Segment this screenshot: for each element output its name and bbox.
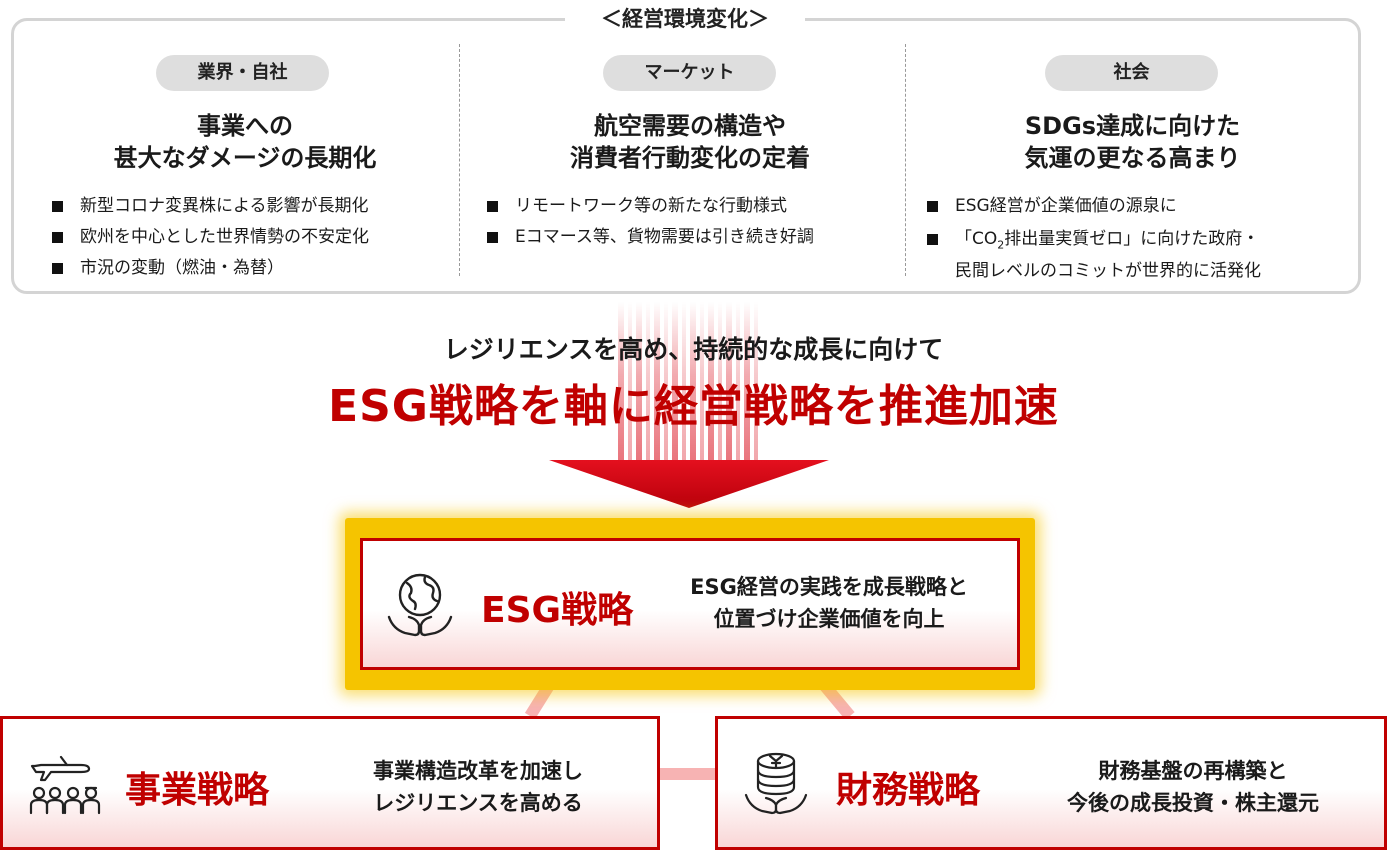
business-strategy-box: 事業戦略 事業構造改革を加速し レジリエンスを高める (0, 716, 660, 850)
airplane-and-staff-icon (29, 755, 101, 815)
heading-line: 甚大なダメージの長期化 (113, 144, 377, 172)
strategy-main-heading: ESG戦略を軸に経営戦略を推進加速 (328, 381, 1059, 432)
column-divider (459, 44, 460, 276)
business-strategy-title: 事業戦略 (125, 770, 270, 811)
bullet-item: 新型コロナ変異株による影響が長期化 (52, 191, 369, 222)
finance-strategy-title: 財務戦略 (836, 770, 981, 811)
esg-strategy-title: ESG戦略 (481, 590, 634, 631)
bullet-square-icon (52, 263, 63, 274)
bullet-item: 欧州を中心とした世界情勢の不安定化 (52, 222, 369, 253)
strategy-subheading: レジリエンスを高め、持続的な成長に向けて (443, 335, 944, 364)
bullet-item: 市況の変動（燃油・為替） (52, 253, 369, 284)
globe-in-hands-icon (387, 573, 453, 637)
bullet-item: リモートワーク等の新たな行動様式 (487, 191, 814, 222)
env-heading-market: 航空需要の構造や 消費者行動変化の定着 (480, 110, 900, 174)
business-strategy-description: 事業構造改革を加速し レジリエンスを高める (313, 755, 643, 819)
bullet-square-icon (927, 234, 938, 245)
bullet-square-icon (927, 201, 938, 212)
description-line: レジリエンスを高める (373, 791, 583, 815)
bullet-item: 「CO2排出量実質ゼロ」に向けた政府・民間レベルのコミットが世界的に活発化 (927, 226, 1261, 284)
bullet-square-icon (487, 201, 498, 212)
env-bullets-industry: 新型コロナ変異株による影響が長期化 欧州を中心とした世界情勢の不安定化 市況の変… (52, 191, 369, 284)
description-line: 事業構造改革を加速し (373, 759, 583, 783)
bullet-square-icon (52, 201, 63, 212)
heading-line: SDGs達成に向けた (1024, 112, 1241, 140)
description-line: 位置づけ企業価値を向上 (713, 607, 945, 631)
finance-strategy-description: 財務基盤の再構築と 今後の成長投資・株主還元 (1018, 755, 1368, 819)
env-heading-society: SDGs達成に向けた 気運の更なる高まり (920, 110, 1345, 174)
finance-strategy-box: 財務戦略 財務基盤の再構築と 今後の成長投資・株主還元 (715, 716, 1387, 850)
heading-line: 航空需要の構造や (594, 112, 786, 140)
down-arrow-icon (549, 460, 829, 508)
category-pill-society: 社会 (1045, 55, 1218, 91)
arrow-beam (618, 302, 760, 462)
bullet-square-icon (52, 232, 63, 243)
esg-strategy-box: ESG戦略 ESG経営の実践を成長戦略と 位置づけ企業価値を向上 (360, 538, 1020, 670)
esg-strategy-description: ESG経営の実践を成長戦略と 位置づけ企業価値を向上 (661, 571, 997, 635)
yen-coins-in-hands-icon (744, 752, 808, 815)
category-pill-market: マーケット (603, 55, 776, 91)
heading-line: 消費者行動変化の定着 (570, 144, 810, 172)
bullet-item: ESG経営が企業価値の源泉に (927, 191, 1261, 222)
heading-line: 事業への (197, 112, 293, 140)
env-bullets-market: リモートワーク等の新たな行動様式 Eコマース等、貨物需要は引き続き好調 (487, 191, 814, 253)
heading-line: 気運の更なる高まり (1024, 144, 1241, 172)
environment-change-title: ＜経営環境変化＞ (565, 4, 805, 34)
category-pill-industry: 業界・自社 (156, 55, 329, 91)
description-line: 今後の成長投資・株主還元 (1067, 791, 1319, 815)
env-bullets-society: ESG経営が企業価値の源泉に 「CO2排出量実質ゼロ」に向けた政府・民間レベルの… (927, 191, 1261, 284)
column-divider (905, 44, 906, 276)
env-heading-industry: 事業への 甚大なダメージの長期化 (40, 110, 450, 174)
description-line: 財務基盤の再構築と (1098, 759, 1288, 783)
bullet-square-icon (487, 232, 498, 243)
description-line: ESG経営の実践を成長戦略と (690, 575, 968, 599)
bullet-item: Eコマース等、貨物需要は引き続き好調 (487, 222, 814, 253)
